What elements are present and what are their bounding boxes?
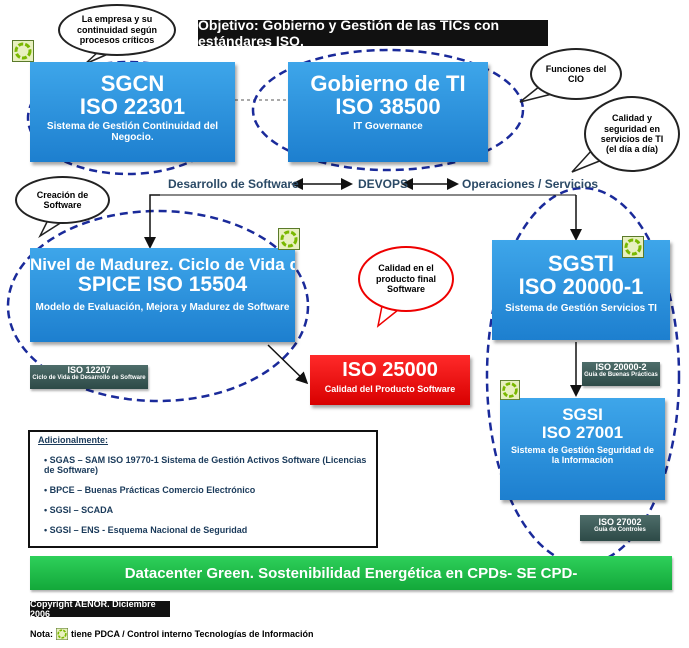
spice-box: Nivel de Madurez. Ciclo de Vida de SW SP… <box>30 248 295 342</box>
gobierno-name: Gobierno de TI <box>310 71 466 96</box>
pdca-icon <box>622 236 644 258</box>
flow-desarrollo-label: Desarrollo de Software <box>168 177 299 191</box>
pdca-icon <box>278 228 300 250</box>
list-item: • SGSI – SCADA <box>44 505 114 515</box>
callout-calidad-prod-tail <box>376 305 399 328</box>
list-item: • SGSI – ENS - Esquema Nacional de Segur… <box>44 525 248 535</box>
spice-desc: Modelo de Evaluación, Mejora y Madurez d… <box>35 301 290 313</box>
adicionalmente-heading: Adicionalmente: <box>38 435 109 445</box>
list-item: • SGAS – SAM ISO 19770-1 Sistema de Gest… <box>44 455 367 475</box>
iso25000-desc: Calidad del Producto Software <box>324 384 456 394</box>
sgsti-name: SGSTI <box>547 251 614 276</box>
gobierno-iso: ISO 38500 <box>335 94 441 120</box>
pdca-icon <box>500 380 520 400</box>
sgsi-name: SGSI <box>562 405 603 424</box>
sgsi-iso: ISO 27001 <box>541 422 624 442</box>
datacenter-green-bar: Datacenter Green. Sostenibilidad Energét… <box>30 556 672 590</box>
spice-to-iso25000-arrow <box>267 344 309 385</box>
sgcn-iso: ISO 22301 <box>79 94 186 120</box>
spice-ellipse <box>6 209 310 403</box>
iso27002-iso: ISO 27002 <box>598 517 642 527</box>
sgcn-desc: Sistema de Gestión Continuidad del Negoc… <box>46 121 219 144</box>
gobierno-box: Gobierno de TI ISO 38500 IT Governance <box>288 62 488 162</box>
spice-iso: SPICE ISO 15504 <box>77 272 248 296</box>
flow-operaciones-label: Operaciones / Servicios <box>462 177 599 191</box>
iso12207-iso: ISO 12207 <box>67 365 111 375</box>
flow-devops-label: DEVOPS <box>358 177 409 191</box>
sgcn-box: SGCN ISO 22301 Sistema de Gestión Contin… <box>30 62 235 162</box>
iso12207-box: ISO 12207 Ciclo de Vida de Desarrollo de… <box>30 365 148 389</box>
sgcn-name: SGCN <box>100 71 165 96</box>
iso25000-box: ISO 25000 Calidad del Producto Software <box>310 355 470 405</box>
gobierno-ellipse <box>251 48 525 172</box>
copyright-label: Copyright AENOR. Diciembre 2006 <box>30 599 170 619</box>
nota-text: tiene PDCA / Control interno Tecnologías… <box>71 629 314 639</box>
adicionalmente-box: Adicionalmente: • SGAS – SAM ISO 19770-1… <box>28 430 378 548</box>
title-bar: Objetivo: Gobierno y Gestión de las TICs… <box>198 17 548 49</box>
branch-left <box>144 194 160 249</box>
iso25000-iso: ISO 25000 <box>342 359 438 381</box>
gobierno-desc: IT Governance <box>353 121 423 133</box>
nota-prefix: Nota: <box>30 629 53 639</box>
pdca-icon <box>56 628 68 640</box>
iso12207-desc: Ciclo de Vida de Desarrollo de Software <box>32 375 146 381</box>
callout-creacion-tail <box>38 219 63 239</box>
iso20000-2-desc: Guía de Buenas Prácticas <box>584 372 658 378</box>
list-item: • BPCE – Buenas Prácticas Comercio Elect… <box>44 485 256 495</box>
iso27002-box: ISO 27002 Guía de Controles <box>580 515 660 541</box>
spice-name: Nivel de Madurez. Ciclo de Vida de SW <box>30 256 295 274</box>
pdca-icon <box>12 40 34 62</box>
iso27002-desc: Guía de Controles <box>594 527 646 533</box>
sgsi-desc: Sistema de Gestión Seguridad de la Infor… <box>510 444 655 465</box>
sgsti-desc: Sistema de Gestión Servicios TI <box>505 303 657 315</box>
nota-line: Nota: tiene PDCA / Control interno Tecno… <box>30 628 314 640</box>
sgsi-box: SGSI ISO 27001 Sistema de Gestión Seguri… <box>500 398 665 500</box>
iso20000-2-iso: ISO 20000-2 <box>595 362 647 372</box>
sgsti-iso: ISO 20000-1 <box>518 274 644 300</box>
iso20000-2-box: ISO 20000-2 Guía de Buenas Prácticas <box>582 362 660 386</box>
